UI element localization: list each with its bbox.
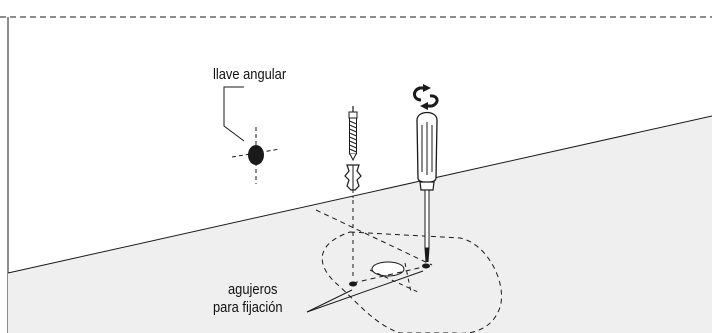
fixing-hole-right: [422, 263, 430, 269]
wall-floor-edge: [7, 115, 712, 274]
guide-line-3: [369, 269, 421, 294]
wall-plug-icon: [344, 164, 362, 198]
valve-label: llave angular: [213, 66, 287, 83]
floor-surface: [8, 116, 712, 333]
screwdriver-icon: [416, 111, 438, 262]
holes-label-line2: para fijación: [213, 299, 283, 316]
guide-line-2: [352, 264, 433, 284]
rotate-arrow-icon: [413, 84, 439, 110]
holes-label-line1: agujeros: [228, 281, 278, 298]
holes-leader-line-left: [306, 289, 353, 313]
drain-opening: [371, 261, 405, 277]
base-outline: [321, 231, 503, 333]
guide-line-4: [404, 262, 412, 293]
holes-leader-line-right: [306, 270, 424, 313]
valve-dot: [248, 145, 264, 165]
screw-icon: [348, 106, 358, 162]
guide-line-1: [315, 209, 433, 266]
valve-leader-line: [223, 86, 245, 142]
fixing-hole-left: [349, 281, 357, 287]
